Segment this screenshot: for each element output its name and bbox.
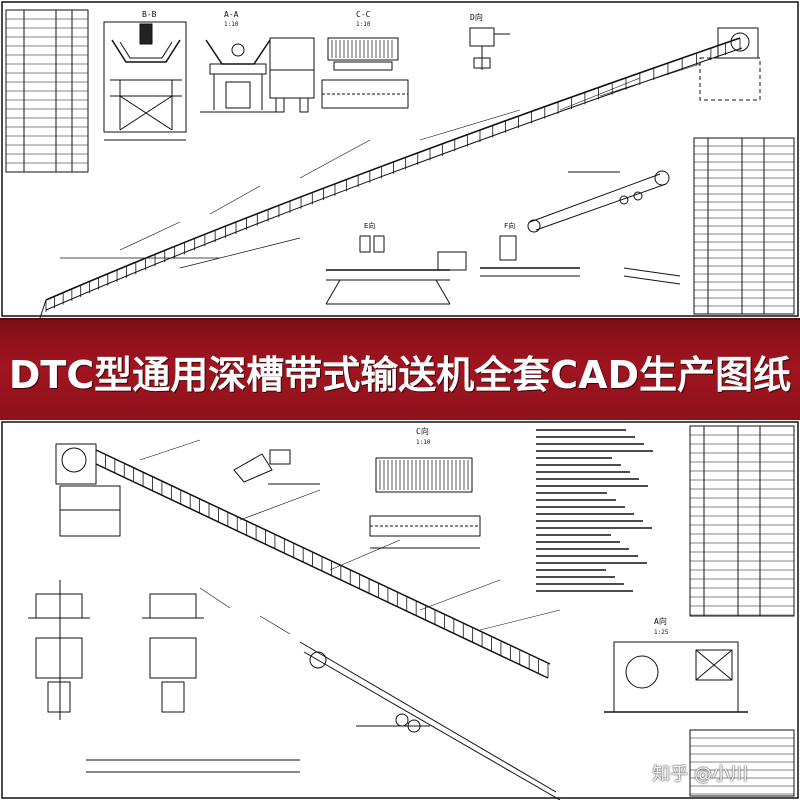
scale-c: 1:10 [416,439,431,446]
frame-side-view [269,37,315,113]
view-f-support: E向 [325,221,467,305]
view-label-f: F向 [504,221,515,230]
banner-title: DTC型通用深槽带式输送机全套CAD生产图纸 [8,352,792,397]
view-label-d: D向 [470,12,483,22]
section-label-c: C向 [416,426,429,436]
section-label-bb: B-B [142,10,157,19]
cad-drawing-bottom: C向 1:10 A向 1:25 [0,420,800,800]
section-a-a-view: A-A 1:10 [200,10,276,113]
cad-drawing-top: B-B A-A 1:10 [0,0,800,318]
view-e-belt-loop [527,170,670,233]
parts-table-right [693,137,795,315]
inclined-conveyor-lower [55,439,561,800]
detail-view-upper [233,449,320,485]
vertical-section-left [28,580,300,773]
scale-aa: 1:10 [224,21,239,28]
view-label-a: A向 [654,616,667,626]
section-c-view-lower: C向 1:10 [369,426,481,549]
technical-notes [536,429,653,592]
parts-table-left [5,9,89,173]
parts-table-bottom-right [689,425,795,617]
section-label-cc: C-C [356,10,371,19]
view-a-drive-unit: A向 1:25 [604,616,795,797]
section-c-c-view: C-C 1:10 [321,10,409,109]
scale-a: 1:25 [654,629,669,636]
watermark-text: 知乎 @小川 [652,764,748,785]
view-d-direction: D向 [469,12,510,70]
section-label-aa: A-A [224,10,239,19]
view-f-drive: F向 [480,221,681,285]
inclined-conveyor-main [39,27,761,318]
section-b-b-view: B-B [103,10,187,141]
scale-cc: 1:10 [356,21,371,28]
view-label-e: E向 [364,221,375,230]
title-banner: DTC型通用深槽带式输送机全套CAD生产图纸 [0,318,800,424]
